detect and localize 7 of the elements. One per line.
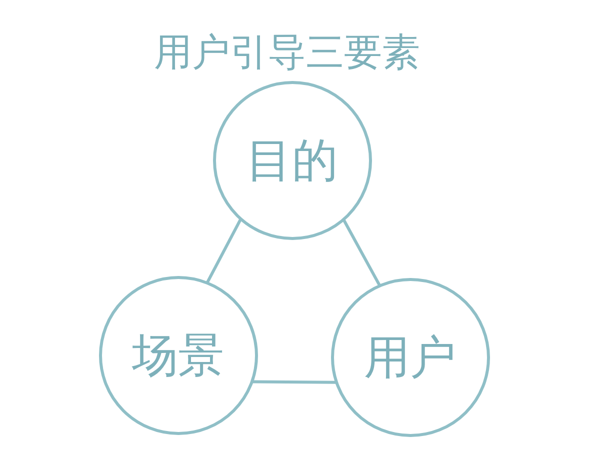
title: 用户引导三要素 bbox=[154, 30, 420, 74]
connector-line bbox=[206, 218, 242, 284]
node-label: 用户 bbox=[364, 334, 456, 380]
connector-line bbox=[251, 380, 336, 384]
node-label: 目的 bbox=[246, 137, 338, 183]
node-label: 场景 bbox=[132, 332, 224, 378]
connector-line bbox=[342, 218, 381, 286]
